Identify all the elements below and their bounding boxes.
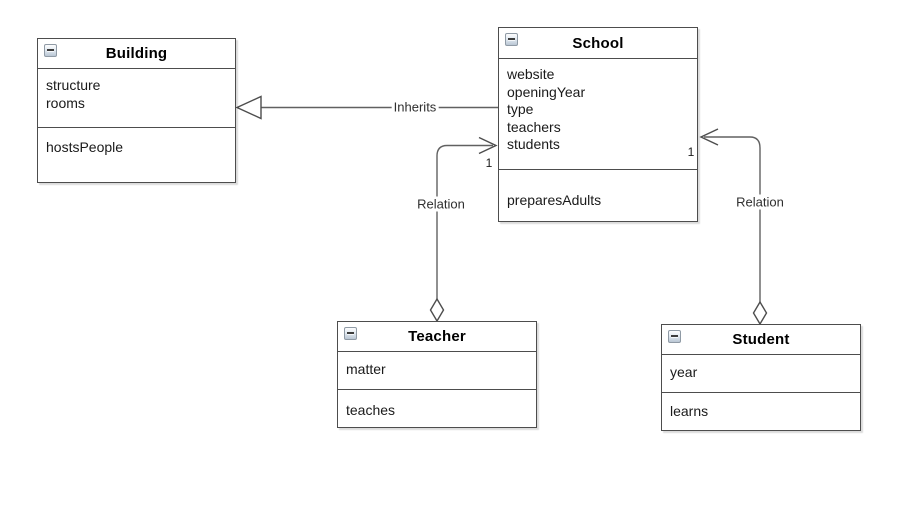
- collapse-icon[interactable]: [344, 327, 357, 340]
- open-arrow-icon: [699, 128, 719, 146]
- class-attribute: website: [507, 66, 555, 82]
- class-method: learns: [670, 403, 709, 419]
- collapse-icon[interactable]: [668, 330, 681, 343]
- collapse-icon[interactable]: [44, 44, 57, 57]
- edge-label-inherits: Inherits: [391, 99, 439, 115]
- class-title: Building: [105, 45, 168, 62]
- edge-label-relation-student: Relation: [734, 194, 786, 210]
- aggregation-diamond-icon: [752, 300, 768, 326]
- collapse-icon[interactable]: [505, 33, 518, 46]
- class-method: preparesAdults: [507, 192, 602, 208]
- class-attribute: rooms: [46, 95, 85, 111]
- class-attribute: year: [670, 364, 698, 380]
- class-student[interactable]: Student year learns: [661, 324, 861, 431]
- multiplicity-label-teacher-school: 1: [485, 156, 493, 170]
- class-school[interactable]: School website openingYear type teachers…: [498, 27, 698, 222]
- edge-label-relation-teacher: Relation: [415, 196, 467, 212]
- class-attribute: students: [507, 136, 560, 152]
- open-arrow-icon: [478, 136, 498, 155]
- class-teacher[interactable]: Teacher matter teaches: [337, 321, 537, 428]
- class-title: Teacher: [408, 328, 466, 345]
- class-building[interactable]: Building structure rooms hostsPeople: [37, 38, 236, 183]
- class-method: hostsPeople: [46, 139, 124, 155]
- class-attribute: type: [507, 101, 534, 117]
- generalization-triangle-icon: [235, 95, 262, 120]
- class-method: teaches: [346, 402, 396, 418]
- class-attribute: teachers: [507, 118, 561, 135]
- class-title: School: [572, 34, 624, 52]
- multiplicity-label-student-school: 1: [687, 145, 695, 159]
- class-attribute: openingYear: [507, 83, 586, 100]
- class-title: Student: [732, 331, 790, 348]
- aggregation-diamond-icon: [429, 297, 445, 323]
- class-attribute: structure: [46, 77, 101, 93]
- class-attribute: matter: [346, 361, 386, 377]
- edge-relation-teacher[interactable]: [429, 136, 498, 323]
- edge-relation-student[interactable]: [699, 128, 768, 326]
- edge-inherits[interactable]: [235, 95, 498, 120]
